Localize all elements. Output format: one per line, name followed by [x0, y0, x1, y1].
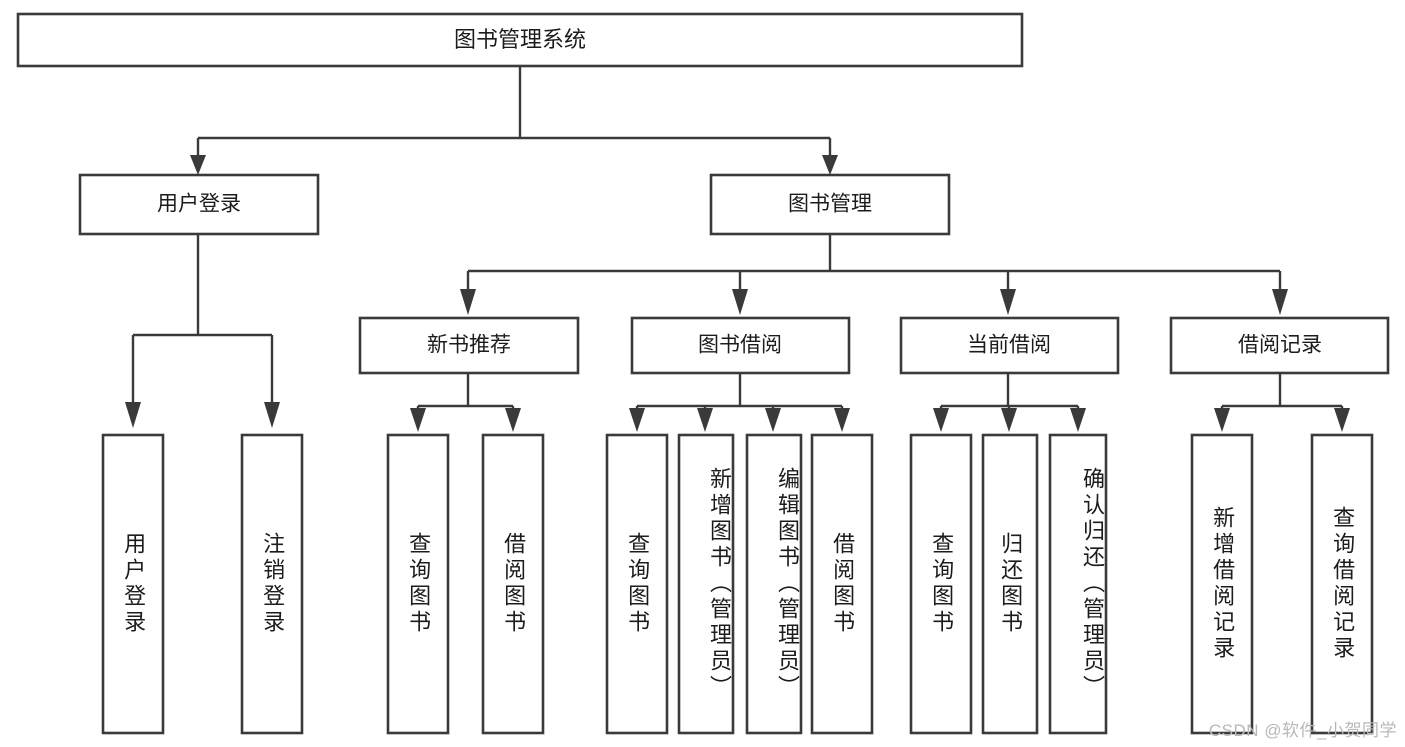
node-leaf-add-book-box[interactable] — [677, 433, 735, 735]
node-user-login-box[interactable] — [78, 173, 320, 236]
arrow-to-leaf-query-book-3 — [933, 408, 949, 432]
node-book-manage-label: 图书管理 — [788, 193, 872, 216]
node-leaf-query-book-2-box[interactable] — [605, 433, 669, 735]
node-leaf-add-record-box[interactable] — [1190, 433, 1254, 735]
node-root-box[interactable] — [16, 12, 1024, 68]
connector-layer — [125, 66, 1350, 432]
arrow-to-leaf-query-book-1 — [410, 408, 426, 432]
node-borrow-record-label: 借阅记录 — [1238, 334, 1322, 357]
node-book-manage-box[interactable] — [709, 173, 951, 236]
arrow-to-book-manage — [822, 155, 838, 175]
node-leaf-borrow-book-1-box[interactable] — [481, 433, 545, 735]
arrow-to-leaf-borrow-book-1 — [505, 408, 521, 432]
arrow-to-leaf-query-record — [1334, 408, 1350, 432]
node-leaf-borrow-book-2-box[interactable] — [810, 433, 874, 735]
node-user-login-label: 用户登录 — [157, 193, 241, 216]
node-book-manage[interactable]: 图书管理 — [709, 173, 951, 236]
arrow-to-leaf-add-book — [697, 408, 713, 432]
arrow-to-user-login — [190, 155, 206, 175]
node-new-book-recommend[interactable]: 新书推荐 — [358, 316, 580, 375]
node-leaf-return-book-box[interactable] — [981, 433, 1039, 735]
node-user-login[interactable]: 用户登录 — [78, 173, 320, 236]
node-new-book-recommend-box[interactable] — [358, 316, 580, 375]
node-borrow-record[interactable]: 借阅记录 — [1169, 316, 1390, 375]
arrow-to-new-book-recommend — [460, 289, 476, 315]
node-leaf-query-book-3-box[interactable] — [909, 433, 973, 735]
arrow-to-leaf-user-logout — [264, 402, 280, 428]
node-current-borrow-box[interactable] — [899, 316, 1120, 375]
node-root-label: 图书管理系统 — [454, 27, 586, 52]
node-current-borrow-label: 当前借阅 — [967, 334, 1051, 357]
node-book-borrow-box[interactable] — [630, 316, 851, 375]
node-root[interactable]: 图书管理系统 — [16, 12, 1024, 68]
arrow-to-borrow-record — [1272, 289, 1288, 315]
arrow-to-leaf-confirm-return — [1070, 408, 1086, 432]
arrow-to-leaf-return-book — [1001, 408, 1017, 432]
node-borrow-record-box[interactable] — [1169, 316, 1390, 375]
node-book-borrow-label: 图书借阅 — [698, 334, 782, 357]
arrow-to-leaf-borrow-book-2 — [834, 408, 850, 432]
arrow-to-current-borrow — [1000, 289, 1016, 315]
node-book-borrow[interactable]: 图书借阅 — [630, 316, 851, 375]
arrow-to-leaf-user-login — [125, 402, 141, 428]
node-current-borrow[interactable]: 当前借阅 — [899, 316, 1120, 375]
arrow-to-leaf-edit-book — [765, 408, 781, 432]
node-leaf-edit-book-box[interactable] — [745, 433, 803, 735]
arrow-to-book-borrow — [732, 289, 748, 315]
node-leaf-user-login-box[interactable] — [101, 433, 165, 735]
node-new-book-recommend-label: 新书推荐 — [427, 334, 511, 357]
arrow-to-leaf-query-book-2 — [629, 408, 645, 432]
csdn-watermark: CSDN @软件_小贺同学 — [1208, 721, 1397, 740]
node-leaf-confirm-return-box[interactable] — [1048, 433, 1108, 735]
node-leaf-query-record-box[interactable] — [1310, 433, 1374, 735]
node-leaf-user-logout-box[interactable] — [240, 433, 304, 735]
arrow-to-leaf-add-record — [1214, 408, 1230, 432]
node-leaf-query-book-1-box[interactable] — [386, 433, 450, 735]
